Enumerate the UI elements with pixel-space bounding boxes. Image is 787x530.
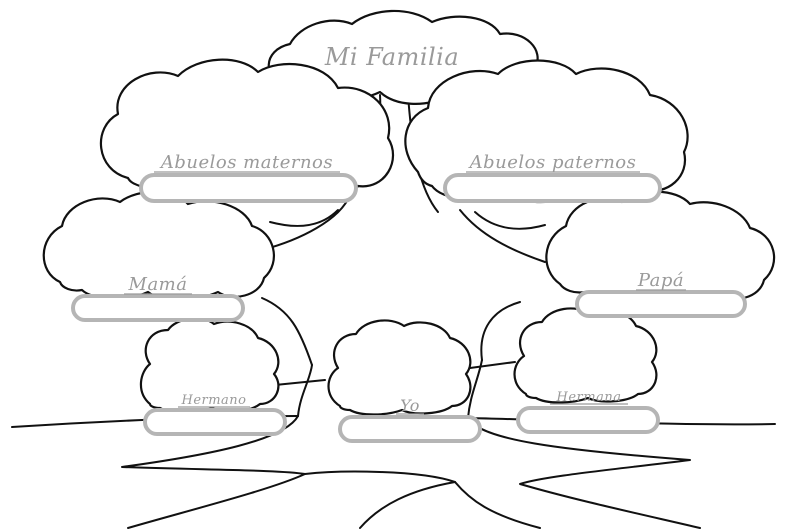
- name-box-mama[interactable]: [71, 294, 245, 322]
- name-box-yo[interactable]: [338, 415, 482, 443]
- label-yo: Yo: [400, 396, 420, 415]
- cloud-yo: [327, 319, 472, 416]
- title-label: Mi Familia: [324, 43, 459, 71]
- cloud-hermana: [513, 307, 658, 404]
- name-box-papa[interactable]: [575, 290, 747, 318]
- name-box-hermana[interactable]: [516, 406, 660, 434]
- label-mama: Mamá: [128, 274, 188, 295]
- name-box-abuelos-paternos[interactable]: [443, 173, 662, 203]
- label-abuelos-paternos: Abuelos paternos: [468, 152, 637, 173]
- name-box-abuelos-maternos[interactable]: [139, 173, 358, 203]
- label-papa: Papá: [637, 270, 684, 291]
- name-box-hermano[interactable]: [143, 408, 287, 436]
- label-abuelos-maternos: Abuelos maternos: [159, 152, 333, 173]
- label-hermana: Hermana: [556, 390, 622, 405]
- label-hermano: Hermano: [180, 393, 246, 408]
